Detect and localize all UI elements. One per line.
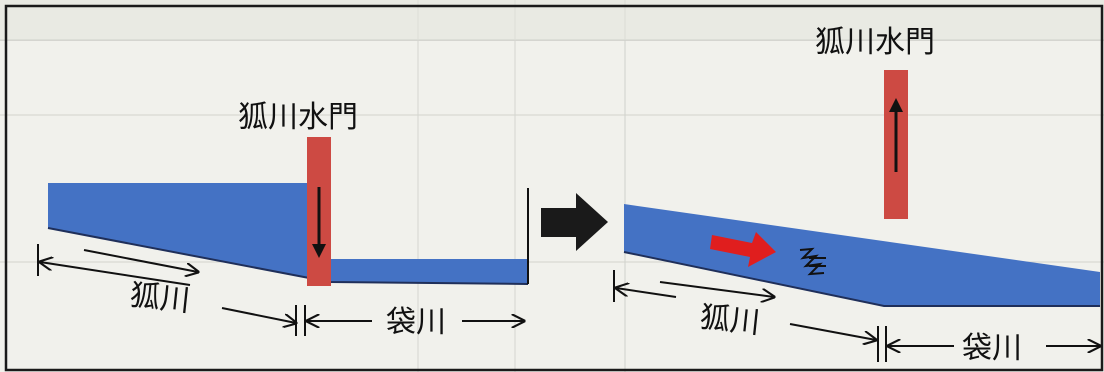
fukuro-river-water — [330, 259, 528, 284]
left-fukuro-label: 袋川 — [386, 305, 446, 340]
left-gate-label: 狐川水門 — [238, 100, 358, 135]
gate-arrow-down-icon — [312, 187, 326, 258]
flow-arrow-icon — [710, 232, 776, 267]
transition-arrow-icon — [541, 193, 608, 251]
right-kitsune-label: 狐川 — [698, 300, 761, 341]
diagram-frame — [4, 4, 1104, 372]
left-kitsune-dimension — [37, 244, 296, 336]
gate-arrow-up-icon — [889, 98, 903, 172]
right-gate-label: 狐川水門 — [815, 25, 935, 60]
left-panel: 狐川水門 狐川 袋川 — [37, 100, 529, 340]
right-panel: 狐川水門 狐川 袋川 — [613, 25, 1100, 366]
right-kitsune-dimension — [613, 270, 879, 362]
right-riverbed-line — [623, 251, 1100, 307]
kitsune-river-water — [48, 183, 330, 282]
right-fukuro-label: 袋川 — [962, 331, 1022, 366]
left-fukuro-dimension — [304, 305, 524, 336]
right-fukuro-dimension — [885, 326, 1100, 362]
left-kitsune-label: 狐川 — [128, 278, 191, 319]
flow-wave-icon — [799, 247, 826, 276]
right-river-water — [624, 204, 1100, 306]
